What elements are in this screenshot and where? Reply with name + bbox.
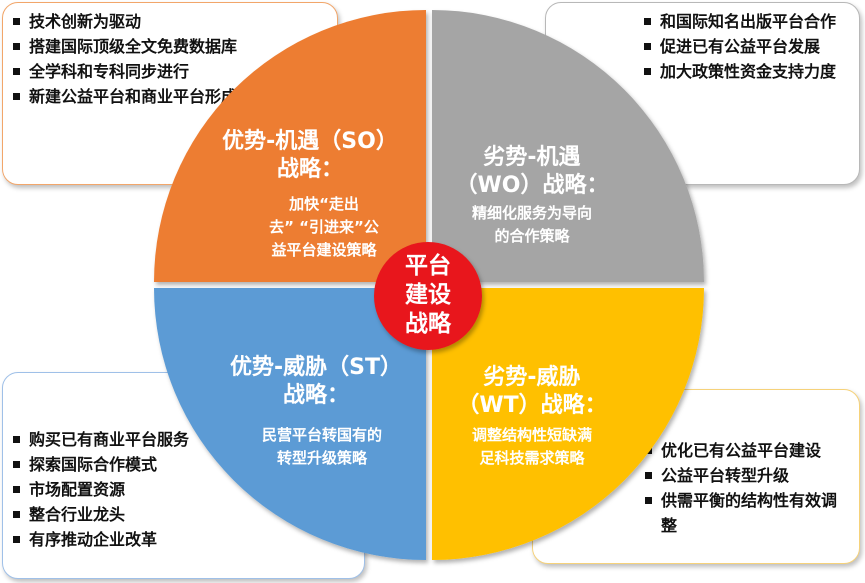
wt-title: 劣势-威胁 （WT）战略： [432, 364, 632, 420]
wo-factor-item: 加大政策性资金支持力度 [642, 59, 851, 84]
wt-quadrant [432, 288, 704, 560]
so-factor-item: 全学科和专科同步进行 [11, 59, 329, 84]
center-label: 平台 建设 战略 [381, 252, 475, 339]
wt-text-line: 调整结构性短缺满 [471, 426, 592, 444]
wt-factor-item: 公益平台转型升级 [643, 463, 851, 488]
wt-factor-item: 供需平衡的结构性有效调整 [643, 488, 851, 538]
center-label-line: 战略 [405, 311, 451, 337]
wo-title-line: 劣势-机遇 [483, 145, 581, 170]
wt-title-line: 劣势-威胁 [483, 365, 581, 390]
wo-factor-item: 和国际知名出版平台合作 [642, 9, 851, 34]
so-quadrant [154, 10, 426, 282]
center-label-line: 平台 [405, 253, 451, 279]
st-factor-item: 探索国际合作模式 [11, 452, 356, 477]
st-title-line: 优势-威胁（ST） [230, 355, 402, 380]
so-title-line: 优势-机遇（SO） [222, 129, 398, 154]
so-factor-item: 技术创新为驱动 [11, 9, 329, 34]
st-factor-item: 购买已有商业平台服务 [11, 427, 356, 452]
so-factor-item: 搭建国际顶级全文免费数据库 [11, 34, 329, 59]
wo-title-line: （WO）战略： [455, 173, 609, 198]
wt-strategy-text: 调整结构性短缺满 足科技需求策略 [432, 424, 632, 470]
st-factor-item: 整合行业龙头 [11, 502, 356, 527]
st-strategy-text: 民营平台转国有的 转型升级策略 [222, 424, 422, 470]
st-title-line: 战略： [282, 383, 349, 408]
center-circle [374, 242, 482, 350]
st-quadrant [154, 288, 426, 560]
so-title-line: 战略： [276, 157, 343, 182]
st-factor-item: 有序推动企业改革 [11, 527, 356, 552]
wo-title: 劣势-机遇 （WO）战略： [432, 144, 632, 200]
so-title: 优势-机遇（SO） 战略： [200, 128, 420, 184]
so-text-line: 益平台建设策略 [271, 241, 377, 259]
so-text-line: 去” “引进来”公 [269, 218, 379, 236]
center-label-line: 建设 [405, 282, 451, 308]
wo-text-line: 的合作策略 [494, 227, 570, 245]
st-title: 优势-威胁（ST） 战略： [206, 354, 426, 410]
wo-quadrant [432, 10, 704, 282]
wo-factor-item: 促进已有公益平台发展 [642, 34, 851, 59]
st-factor-item: 市场配置资源 [11, 477, 356, 502]
so-text-line: 加快“走出 [289, 195, 359, 213]
wo-strategy-text: 精细化服务为导向 的合作策略 [432, 202, 632, 248]
st-text-line: 转型升级策略 [276, 449, 367, 467]
st-text-line: 民营平台转国有的 [261, 426, 382, 444]
so-strategy-text: 加快“走出 去” “引进来”公 益平台建设策略 [224, 193, 424, 262]
wt-text-line: 足科技需求策略 [479, 449, 585, 467]
wt-title-line: （WT）战略： [457, 393, 607, 418]
wo-text-line: 精细化服务为导向 [471, 204, 592, 222]
